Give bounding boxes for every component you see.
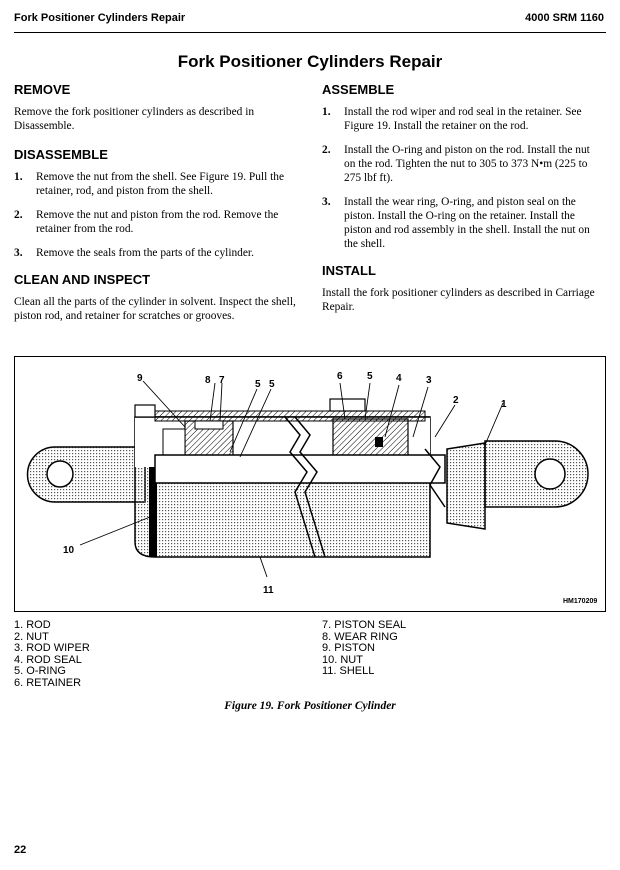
legend-item: 4. ROD SEAL — [14, 653, 82, 666]
rod-seal-mark — [375, 437, 383, 447]
assemble-steps: 1. Install the rod wiper and rod seal in… — [322, 105, 604, 251]
callout-label: 4 — [396, 373, 402, 384]
callout-label: 1 — [501, 399, 507, 410]
callout-label: 9 — [137, 373, 143, 384]
right-column: ASSEMBLE 1. Install the rod wiper and ro… — [322, 82, 604, 328]
install-heading: INSTALL — [322, 263, 376, 278]
step-number: 1. — [14, 171, 23, 183]
retainer-tab — [329, 398, 366, 412]
break-line-right — [294, 416, 326, 558]
figure-caption: Figure 19. Fork Positioner Cylinder — [224, 700, 396, 712]
remove-heading: REMOVE — [14, 82, 71, 97]
cylinder-figure: 1 2 3 4 5 5 6 7 8 9 10 11 5 HM170209 — [14, 356, 606, 612]
cylinder-drawing: 1 2 3 4 5 5 6 7 8 9 10 11 5 HM170209 — [26, 371, 597, 605]
legend-left: 1. ROD 2. NUT 3. ROD WIPER 4. ROD SEAL 5… — [14, 619, 274, 689]
callout-label: 11 — [263, 585, 274, 596]
assemble-step: 3. Install the wear ring, O-ring, and pi… — [322, 195, 604, 251]
header-divider — [14, 32, 606, 33]
step-text: Remove the nut from the shell. See Figur… — [36, 171, 285, 197]
legend-item: 7. PISTON SEAL — [322, 619, 407, 631]
break-line-rod — [424, 448, 446, 508]
step-number: 1. — [322, 106, 331, 118]
break-line-left — [284, 416, 316, 558]
disassemble-step: 2. Remove the nut and piston from the ro… — [14, 208, 296, 236]
step-text: Install the O-ring and piston on the rod… — [344, 144, 590, 184]
legend-item: 10. NUT — [322, 653, 363, 666]
legend-item: 5. O-RING — [14, 665, 66, 677]
shell-tab-left — [134, 404, 156, 418]
shell-end-band — [149, 467, 157, 557]
disassemble-steps: 1. Remove the nut from the shell. See Fi… — [14, 170, 296, 260]
running-header-code: 4000 SRM 1160 — [525, 12, 604, 24]
disassemble-step: 3. Remove the seals from the parts of th… — [14, 246, 296, 260]
rod-eye-hole — [534, 458, 566, 490]
step-number: 3. — [14, 247, 23, 259]
legend-item: 2. NUT — [14, 630, 49, 643]
legend-item: 11. SHELL — [322, 665, 375, 677]
legend-item: 6. RETAINER — [14, 676, 82, 689]
step-text: Remove the seals from the parts of the c… — [36, 247, 254, 259]
legend-right: 7. PISTON SEAL 8. WEAR RING 9. PISTON 10… — [322, 619, 582, 678]
legend-item: 8. WEAR RING — [322, 630, 398, 643]
callout-label: 5 — [269, 379, 275, 390]
legend-item: 1. ROD — [14, 619, 51, 631]
page-title: Fork Positioner Cylinders Repair — [177, 52, 443, 71]
wear-ring — [194, 420, 224, 430]
rod-nut — [446, 442, 486, 530]
step-number: 3. — [322, 196, 331, 208]
shell-eye-hole — [46, 460, 74, 488]
callout-label: 2 — [453, 395, 459, 406]
assemble-step: 2. Install the O-ring and piston on the … — [322, 143, 604, 185]
piston-rod — [154, 454, 446, 484]
callout-label: 10 — [63, 545, 75, 556]
callout-label: 3 — [426, 375, 432, 386]
running-header-title: Fork Positioner Cylinders Repair — [14, 12, 186, 24]
clean-heading: CLEAN AND INSPECT — [14, 272, 151, 287]
assemble-heading: ASSEMBLE — [322, 82, 395, 97]
install-text: Install the fork positioner cylinders as… — [322, 287, 595, 313]
disassemble-step: 1. Remove the nut from the shell. See Fi… — [14, 170, 296, 198]
step-number: 2. — [322, 144, 331, 156]
shell-clevis — [26, 446, 146, 503]
callout-label: 6 — [337, 371, 343, 382]
callout-label: 5 — [255, 379, 261, 390]
callout-label: 7 — [219, 375, 225, 386]
step-text: Remove the nut and piston from the rod. … — [36, 209, 279, 235]
step-text: Install the rod wiper and rod seal in th… — [344, 106, 582, 132]
left-column: REMOVE Remove the fork positioner cylind… — [14, 82, 296, 337]
assemble-step: 1. Install the rod wiper and rod seal in… — [322, 105, 604, 133]
legend-item: 3. ROD WIPER — [14, 642, 90, 654]
figure-code: HM170209 — [563, 598, 597, 605]
clean-text: Clean all the parts of the cylinder in s… — [14, 296, 296, 322]
leader-lines — [79, 380, 504, 578]
step-text: Install the wear ring, O-ring, and pisto… — [344, 196, 590, 250]
retainer — [332, 418, 409, 460]
callout-label: 5 — [367, 371, 373, 382]
step-number: 2. — [14, 209, 23, 221]
remove-text: Remove the fork positioner cylinders as … — [14, 106, 255, 132]
legend-item: 9. PISTON — [322, 642, 375, 654]
page-number: 22 — [14, 844, 27, 856]
shell-wall-hatch — [154, 410, 426, 422]
disassemble-heading: DISASSEMBLE — [14, 147, 108, 162]
callout-label: 8 — [205, 375, 211, 386]
